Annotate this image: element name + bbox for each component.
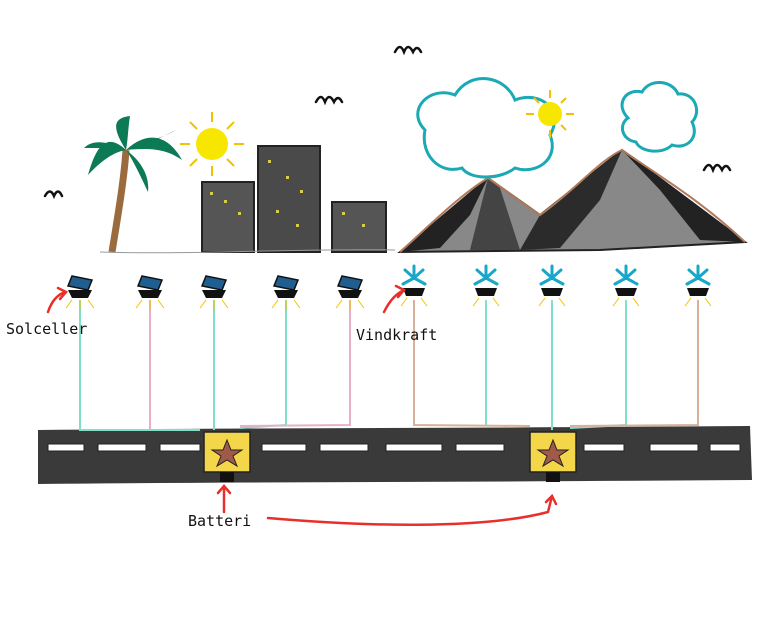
bird-icon (314, 95, 344, 106)
solar-panel-icon (271, 275, 301, 310)
wind-turbine-icon (684, 264, 712, 307)
bird-icon (702, 163, 732, 174)
solar-panel-icon (335, 275, 365, 310)
birds (43, 45, 732, 200)
arrow-icon (216, 484, 232, 495)
arrows (46, 284, 558, 527)
bird-icon (43, 190, 64, 200)
solar-panel-icon (65, 275, 95, 310)
arrow-icon (394, 284, 406, 299)
solar-panel-icon (135, 275, 165, 310)
arrow-icon (266, 494, 554, 527)
wind-turbines (400, 264, 712, 307)
solar-panel-icon (199, 275, 229, 310)
wind-label: Vindkraft (356, 326, 437, 344)
arrow-icon (544, 493, 558, 506)
wind-turbine-icon (612, 264, 640, 307)
cables (79, 300, 699, 431)
solar-label: Solceller (6, 320, 87, 338)
bird-icon (393, 45, 423, 56)
wind-turbine-icon (538, 264, 566, 307)
cloud-icon (620, 81, 698, 153)
mountains (397, 148, 748, 254)
building (257, 145, 321, 253)
battery-icon (203, 431, 251, 482)
solar-panels (65, 275, 365, 310)
building (331, 201, 387, 253)
sun-icon (180, 112, 244, 176)
building (201, 181, 255, 253)
ground-line (99, 249, 396, 254)
battery-label: Batteri (188, 512, 251, 530)
road-markings (47, 443, 741, 452)
city-buildings (201, 145, 387, 253)
road (38, 426, 752, 484)
arrow-icon (56, 286, 68, 301)
sun-icon (526, 90, 574, 138)
wind-turbine-icon (472, 264, 500, 307)
palm-tree-icon (84, 116, 182, 253)
cloud-icon (416, 77, 557, 179)
wind-turbine-icon (400, 264, 428, 307)
battery-icon (529, 431, 577, 482)
